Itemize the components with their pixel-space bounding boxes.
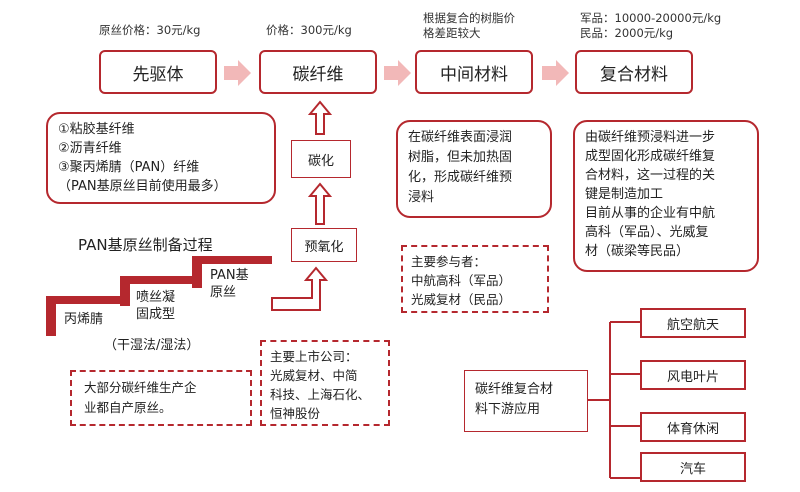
participant-civilian: 光威复材（民品） (411, 292, 512, 307)
participants-box: 主要参与者： 中航高科（军品） 光威复材（民品） (401, 245, 549, 313)
civilian-price: 民品：2000元/kg (580, 26, 674, 40)
composite-desc-line: 键是制造加工 (585, 187, 664, 202)
pan-process-title: PAN基原丝制备过程 (78, 236, 213, 254)
carbon-fiber-price: 价格：300元/kg (266, 23, 352, 37)
process-carbonize: 碳化 (291, 140, 351, 178)
application-automotive: 汽车 (640, 452, 746, 482)
arrow-right-icon (542, 60, 569, 86)
pan-process-staircase (46, 256, 272, 336)
stage-composite: 复合材料 (575, 50, 693, 94)
pan-step-acrylonitrile: 丙烯腈 (64, 312, 104, 327)
military-price: 军品：10000-20000元/kg (580, 11, 722, 25)
arrow-up-icon (308, 100, 332, 135)
stage-intermediate: 中间材料 (415, 50, 533, 94)
intermediate-desc-line: 浸料 (408, 190, 435, 205)
arrow-right-icon (384, 60, 411, 86)
precursor-type-pitch: ②沥青纤维 (58, 141, 122, 156)
precursor-types-box: ①粘胶基纤维 ②沥青纤维 ③聚丙烯腈（PAN）纤维 （PAN基原丝目前使用最多） (46, 112, 276, 204)
precursor-type-pan: ③聚丙烯腈（PAN）纤维 (58, 160, 200, 175)
intermediate-desc-line: 在碳纤维表面浸润 (408, 130, 513, 145)
application-wind-blade: 风电叶片 (640, 360, 746, 390)
bracket-connector (588, 321, 640, 479)
resin-price-note-2: 格差距较大 (423, 26, 481, 40)
composite-desc-line: 成型固化形成碳纤维复 (585, 149, 716, 164)
arrow-up-icon (308, 182, 332, 225)
raw-silk-price: 原丝价格：30元/kg (99, 23, 201, 37)
resin-price-note-1: 根据复合的树脂价 (423, 11, 515, 25)
listed-companies-box: 主要上市公司： 光威复材、中简 科技、上海石化、 恒神股份 (260, 340, 390, 426)
intermediate-desc-line: 化，形成碳纤维预 (408, 170, 513, 185)
downstream-line: 碳纤维复合材 (475, 382, 554, 397)
composite-desc-line: 由碳纤维预浸料进一步 (585, 130, 716, 145)
arrow-bend-up-icon (271, 266, 329, 311)
self-produce-box: 大部分碳纤维生产企 业都自产原丝。 (70, 370, 252, 426)
listed-title: 主要上市公司： (270, 349, 358, 364)
composite-desc-line: 高科（军品）、光威复 (585, 225, 709, 240)
process-pre-oxidize: 预氧化 (291, 228, 357, 262)
pan-step-spinning-2: 固成型 (136, 307, 176, 322)
listed-line: 科技、上海石化、 (270, 387, 371, 402)
stage-carbon-fiber: 碳纤维 (259, 50, 377, 94)
self-produce-line: 大部分碳纤维生产企 (84, 380, 197, 395)
application-aerospace: 航空航天 (640, 308, 746, 338)
downstream-box: 碳纤维复合材 料下游应用 (464, 370, 588, 432)
application-sports: 体育休闲 (640, 412, 746, 442)
listed-line: 光威复材、中简 (270, 368, 358, 383)
downstream-line: 料下游应用 (475, 402, 541, 417)
composite-desc-line: 合材料，这一过程的关 (585, 168, 716, 183)
listed-line: 恒神股份 (270, 406, 321, 421)
pan-step-spinning-1: 喷丝凝 (136, 290, 176, 305)
pan-method: （干湿法/湿法） (104, 338, 200, 353)
stage-precursor: 先驱体 (99, 50, 217, 94)
self-produce-line: 业都自产原丝。 (84, 400, 172, 415)
precursor-type-note: （PAN基原丝目前使用最多） (58, 179, 227, 194)
participants-title: 主要参与者： (411, 254, 487, 269)
arrow-right-icon (224, 60, 251, 86)
precursor-type-viscose: ①粘胶基纤维 (58, 122, 135, 137)
intermediate-desc-box: 在碳纤维表面浸润 树脂，但未加热固 化，形成碳纤维预 浸料 (396, 120, 552, 218)
composite-desc-line: 目前从事的企业有中航 (585, 206, 716, 221)
pan-step-silk-2: 原丝 (210, 285, 237, 300)
composite-desc-line: 材（碳梁等民品） (585, 244, 690, 259)
participant-military: 中航高科（军品） (411, 273, 512, 288)
pan-step-silk-1: PAN基 (210, 268, 249, 283)
composite-desc-box: 由碳纤维预浸料进一步 成型固化形成碳纤维复 合材料，这一过程的关 键是制造加工 … (573, 120, 759, 272)
intermediate-desc-line: 树脂，但未加热固 (408, 150, 513, 165)
